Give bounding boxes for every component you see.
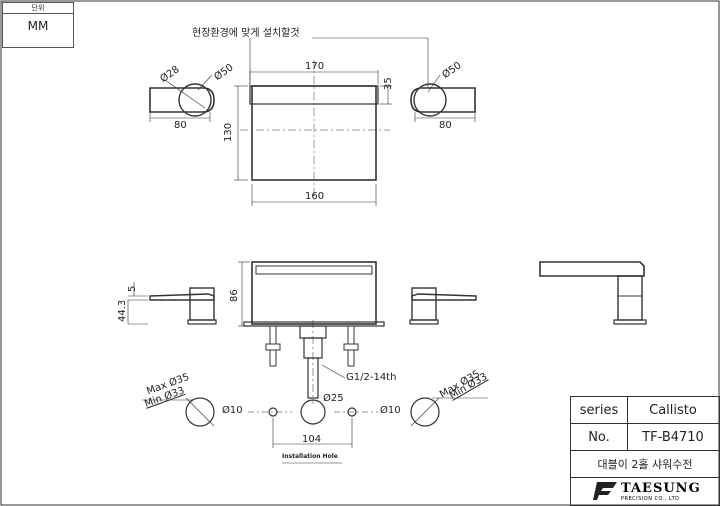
dim-width-170: 170 [305, 61, 325, 72]
dim-width-160: 160 [305, 191, 325, 202]
top-view-right-handle [410, 74, 476, 122]
thread-note: G1/2-14th [346, 372, 397, 383]
title-block: series Callisto No. TF-B4710 대블이 2홀 샤워수전… [570, 396, 720, 506]
title-row-logo: TAESUNG PRECISION CO., LTD [571, 478, 719, 505]
dim-height-5: 5 [127, 285, 138, 292]
front-view-body [238, 261, 385, 404]
dim-d10-right: Ø10 [380, 405, 401, 416]
front-view-right-handle [409, 287, 477, 325]
title-row-description: 대블이 2홀 샤워수전 [571, 451, 719, 478]
unit-value: MM [27, 19, 49, 33]
dim-height-35: 35 [383, 77, 394, 90]
taesung-logo-icon [593, 482, 617, 500]
logo-name: TAESUNG [621, 481, 701, 496]
dim-d10-left: Ø10 [222, 405, 243, 416]
installation-hole-label: Installation Hole [282, 453, 338, 460]
dim-spacing-104: 104 [302, 434, 322, 445]
number-label: No. [588, 429, 610, 445]
unit-header: 단위 [3, 3, 73, 14]
number-value: TF-B4710 [642, 429, 704, 445]
series-label: series [579, 402, 619, 418]
dim-d25: Ø25 [323, 393, 344, 404]
top-view-body [234, 37, 429, 206]
side-view [539, 261, 647, 325]
title-row-series: series Callisto [571, 397, 719, 424]
title-row-number: No. TF-B4710 [571, 424, 719, 451]
install-note: 현장환경에 맞게 설치할것 [192, 28, 300, 39]
dim-height-86: 86 [229, 289, 240, 302]
dim-left-80: 80 [174, 120, 187, 131]
series-value: Callisto [649, 402, 697, 418]
dim-height-130: 130 [223, 122, 234, 142]
installation-holes [142, 397, 488, 464]
top-view-left-handle [149, 74, 215, 122]
dim-right-80: 80 [439, 120, 452, 131]
unit-box: 단위 MM [2, 2, 74, 48]
logo-sub: PRECISION CO., LTD [621, 496, 680, 502]
dim-height-44-3: 44.3 [117, 299, 128, 322]
product-description: 대블이 2홀 샤워수전 [597, 458, 693, 471]
front-view-left-handle [127, 282, 217, 325]
